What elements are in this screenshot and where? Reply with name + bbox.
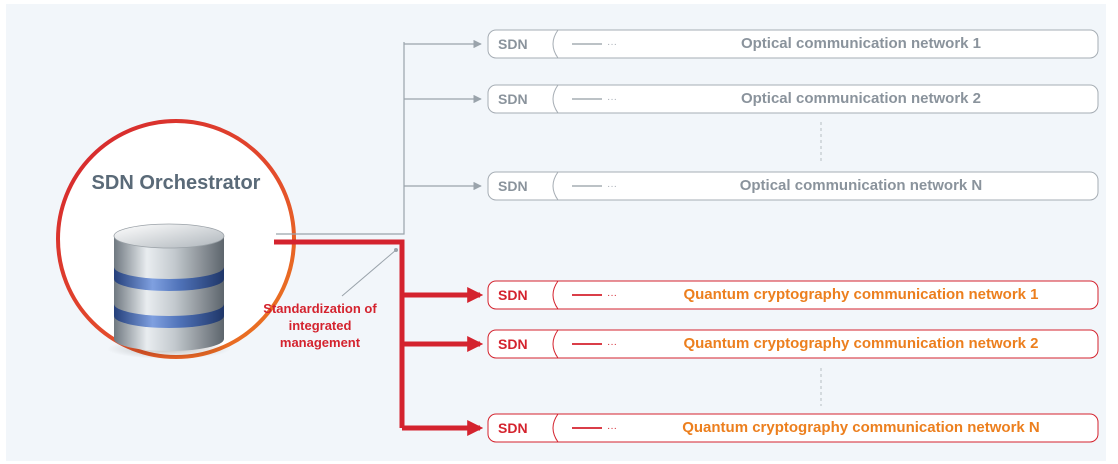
diagram-graphics: ··· ··· ··· ··· ··· bbox=[56, 29, 1099, 443]
standardization-pointer bbox=[341, 249, 397, 297]
svg-text:···: ··· bbox=[607, 290, 617, 301]
quantum-network-name-2: Quantum cryptography communication netwo… bbox=[683, 335, 1039, 352]
optical-network-name-2: Optical communication network 2 bbox=[740, 90, 982, 107]
svg-text:···: ··· bbox=[607, 423, 617, 434]
quantum-sdn-label-1: SDN bbox=[498, 287, 528, 303]
optical-sdn-label-n: SDN bbox=[498, 178, 528, 194]
optical-sdn-label-1: SDN bbox=[498, 36, 528, 52]
quantum-box-1: ··· bbox=[487, 280, 1099, 310]
database-icon bbox=[107, 223, 231, 359]
svg-text:···: ··· bbox=[607, 181, 617, 192]
svg-text:···: ··· bbox=[607, 39, 617, 50]
quantum-network-name-n: Quantum cryptography communication netwo… bbox=[682, 419, 1040, 436]
optical-network-name-n: Optical communication network N bbox=[739, 177, 983, 194]
quantum-network-name-1: Quantum cryptography communication netwo… bbox=[683, 286, 1039, 303]
quantum-box-2: ··· bbox=[487, 329, 1099, 359]
optical-box-n: ··· bbox=[487, 171, 1099, 201]
optical-sdn-label-2: SDN bbox=[498, 91, 528, 107]
quantum-connectors bbox=[274, 239, 484, 437]
optical-box-1: ··· bbox=[487, 29, 1099, 59]
svg-text:···: ··· bbox=[607, 339, 617, 350]
quantum-box-n: ··· bbox=[487, 413, 1099, 443]
quantum-sdn-label-2: SDN bbox=[498, 336, 528, 352]
standardization-label: Standardization of integrated management bbox=[263, 301, 377, 350]
optical-network-name-1: Optical communication network 1 bbox=[740, 35, 982, 52]
quantum-sdn-label-n: SDN bbox=[498, 420, 528, 436]
orchestrator-title: SDN Orchestrator bbox=[91, 172, 261, 194]
diagram-canvas: ··· ··· ··· ··· ··· bbox=[6, 4, 1106, 461]
svg-text:···: ··· bbox=[607, 94, 617, 105]
optical-connectors bbox=[276, 39, 482, 235]
optical-box-2: ··· bbox=[487, 84, 1099, 114]
